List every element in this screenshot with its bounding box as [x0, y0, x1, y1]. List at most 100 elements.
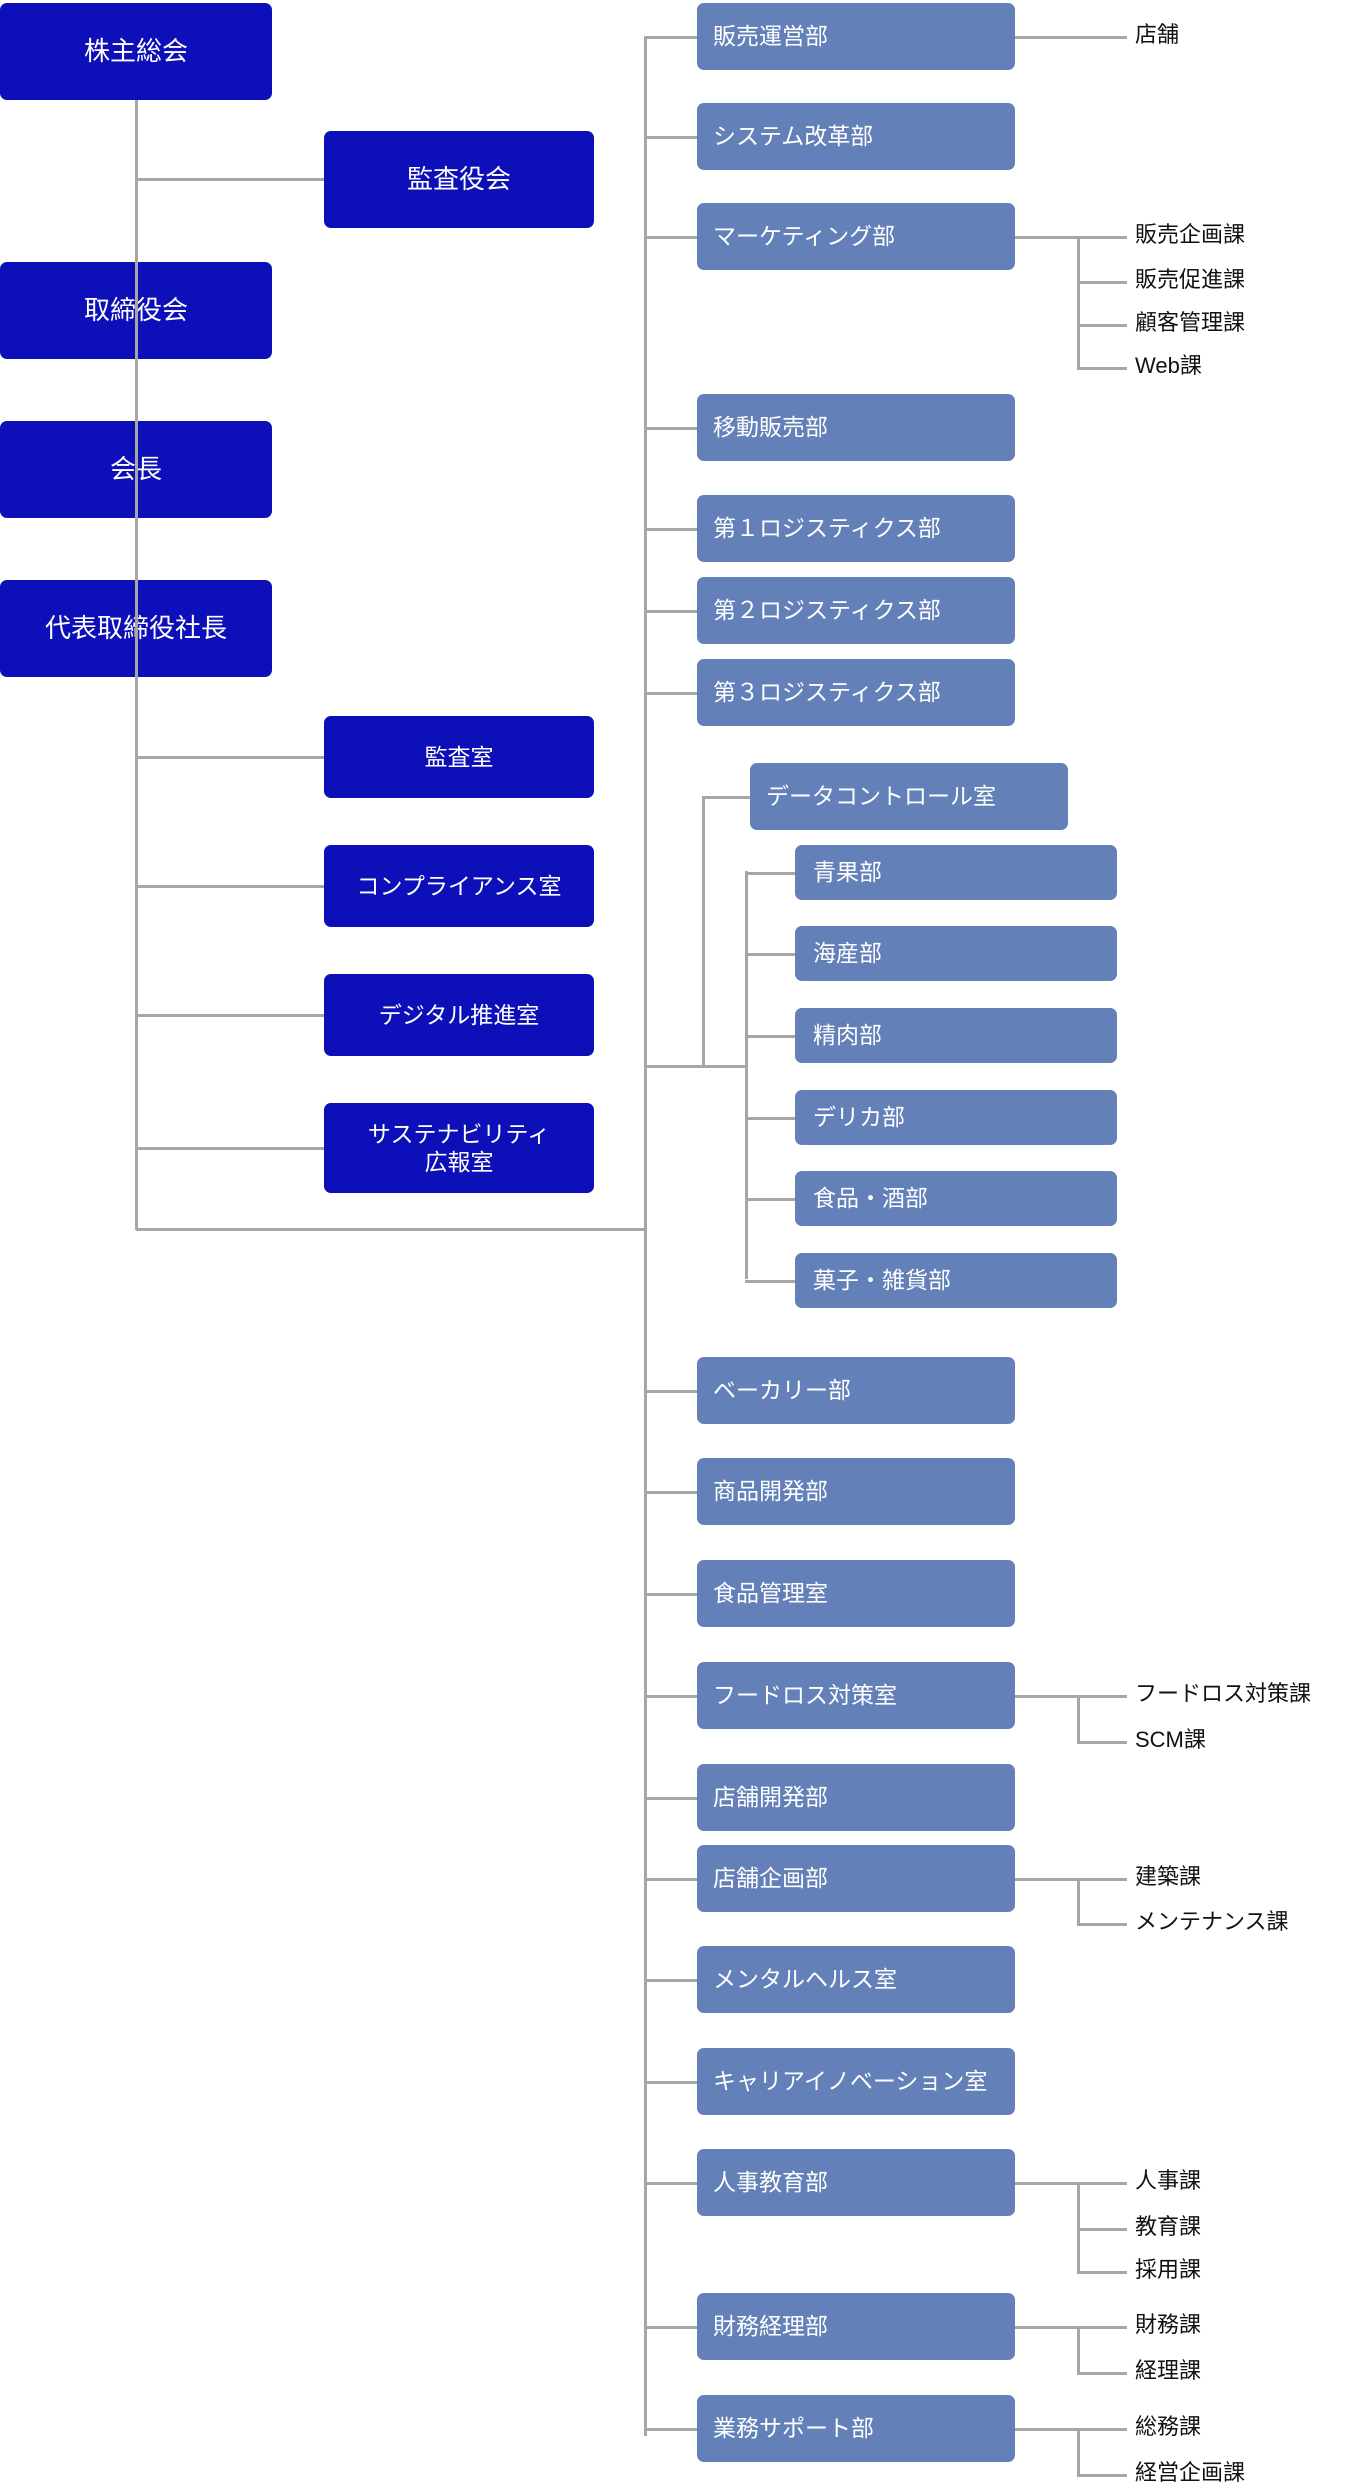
dept-node-marketing[interactable]: マーケティング部: [697, 203, 1015, 270]
connector-sales-operations-leaf-0: [1077, 35, 1127, 39]
leaf-food-loss-0[interactable]: フードロス対策課: [1135, 1680, 1312, 1706]
connector-hr-education-fork: [1015, 2181, 1077, 2185]
division-node-produce[interactable]: 青果部: [795, 845, 1117, 900]
connector-store-development: [644, 1796, 697, 1800]
leaf-finance-accounting-0[interactable]: 財務課: [1135, 2311, 1202, 2337]
leaf-hr-education-0[interactable]: 人事課: [1135, 2167, 1202, 2193]
dept-node-food-loss[interactable]: フードロス対策室: [697, 1662, 1015, 1729]
exec-node-audit-committee[interactable]: 監査役会: [324, 131, 594, 228]
connector-hr-education-trunk: [1077, 2181, 1080, 2271]
staff-node-sustainability-office-label: サステナビリティ 広報室: [367, 1120, 551, 1175]
leaf-marketing-3[interactable]: Web課: [1135, 353, 1202, 378]
dept-node-mental-health[interactable]: メンタルヘルス室: [697, 1946, 1015, 2013]
dept-node-system-reform[interactable]: システム改革部: [697, 103, 1015, 170]
connector-finance-accounting-leaf-1: [1077, 2372, 1127, 2375]
leaf-marketing-0[interactable]: 販売企画課: [1135, 221, 1246, 247]
connector-marketing-leaf-2: [1077, 324, 1127, 327]
dept-node-mobile-sales[interactable]: 移動販売部: [697, 394, 1015, 461]
dept-node-mobile-sales-label: 移動販売部: [713, 414, 828, 441]
connector-mental-health: [644, 1978, 697, 1982]
division-node-meat[interactable]: 精肉部: [795, 1008, 1117, 1063]
dept-node-food-safety[interactable]: 食品管理室: [697, 1560, 1015, 1627]
dept-node-logistics-1[interactable]: 第１ロジスティクス部: [697, 495, 1015, 562]
leaf-store-planning-0[interactable]: 建築課: [1135, 1863, 1202, 1889]
staff-node-compliance-office[interactable]: コンプライアンス室: [324, 845, 594, 927]
connector-sustainability-office: [136, 1147, 324, 1150]
dept-node-logistics-2-label: 第２ロジスティクス部: [713, 597, 941, 624]
leaf-marketing-1[interactable]: 販売促進課: [1135, 267, 1246, 292]
connector-hr-education-leaf-2: [1077, 2271, 1127, 2274]
connector-audit-committee: [136, 178, 324, 181]
department-spine: [644, 36, 647, 2436]
leaf-business-support-0[interactable]: 総務課: [1135, 2413, 1202, 2439]
connector-seafood: [745, 952, 795, 956]
connector-hr-education-leaf-1: [1077, 2228, 1127, 2231]
dept-node-business-support-label: 業務サポート部: [713, 2415, 874, 2442]
dept-node-food-loss-label: フードロス対策室: [713, 1682, 897, 1709]
leaf-store-planning-1[interactable]: メンテナンス課: [1135, 1909, 1289, 1934]
connector-marketing-leaf-1: [1077, 281, 1127, 284]
connector-marketing: [644, 235, 697, 239]
connector-food-loss: [644, 1694, 697, 1698]
connector-finance-accounting-fork: [1015, 2325, 1077, 2329]
dept-node-logistics-3-label: 第３ロジスティクス部: [713, 679, 941, 706]
division-node-confectionery-sundry[interactable]: 菓子・雑貨部: [795, 1253, 1117, 1308]
leaf-business-support-1[interactable]: 経営企画課: [1135, 2460, 1246, 2485]
staff-node-compliance-office-label: コンプライアンス室: [356, 872, 562, 899]
connector-store-planning: [644, 1877, 697, 1881]
dept-node-logistics-2[interactable]: 第２ロジスティクス部: [697, 577, 1015, 644]
division-node-confectionery-sundry-label: 菓子・雑貨部: [813, 1267, 951, 1294]
connector-finance-accounting-leaf-0: [1077, 2325, 1127, 2329]
connector-confectionery-sundry: [745, 1279, 795, 1283]
dept-node-product-development[interactable]: 商品開発部: [697, 1458, 1015, 1525]
dept-node-sales-operations[interactable]: 販売運営部: [697, 3, 1015, 70]
dept-node-sales-operations-label: 販売運営部: [713, 23, 828, 50]
connector-compliance-office: [136, 885, 324, 888]
dept-node-logistics-3[interactable]: 第３ロジスティクス部: [697, 659, 1015, 726]
dept-node-store-development[interactable]: 店舗開発部: [697, 1764, 1015, 1831]
connector-food-loss-leaf-1: [1077, 1741, 1127, 1744]
connector-food-loss-fork: [1015, 1694, 1077, 1698]
connector-meat: [745, 1034, 795, 1038]
dept-node-store-planning[interactable]: 店舗企画部: [697, 1845, 1015, 1912]
staff-node-audit-office[interactable]: 監査室: [324, 716, 594, 798]
dept-node-mental-health-label: メンタルヘルス室: [713, 1966, 897, 1993]
dept-node-system-reform-label: システム改革部: [713, 123, 874, 150]
dept-node-product-development-label: 商品開発部: [713, 1478, 828, 1505]
connector-system-reform: [644, 135, 697, 139]
dept-node-hr-education[interactable]: 人事教育部: [697, 2149, 1015, 2216]
connector-marketing-leaf-3: [1077, 367, 1127, 370]
division-node-deli[interactable]: デリカ部: [795, 1090, 1117, 1145]
leaf-hr-education-2[interactable]: 採用課: [1135, 2257, 1202, 2282]
connector-store-planning-trunk: [1077, 1877, 1080, 1923]
leaf-finance-accounting-1[interactable]: 経理課: [1135, 2358, 1202, 2383]
connector-merchandising-vertical: [702, 795, 705, 1067]
connector-grocery-liquor: [745, 1197, 795, 1201]
connector-business-support-leaf-0: [1077, 2427, 1127, 2431]
connector-marketing-trunk: [1077, 235, 1080, 367]
division-node-grocery-liquor[interactable]: 食品・酒部: [795, 1171, 1117, 1226]
connector-logistics-1: [644, 527, 697, 531]
staff-node-sustainability-office[interactable]: サステナビリティ 広報室: [324, 1103, 594, 1193]
connector-product-development: [644, 1490, 697, 1494]
connector-bakery: [644, 1389, 697, 1393]
leaf-sales-operations-0[interactable]: 店舗: [1135, 21, 1180, 47]
division-node-seafood[interactable]: 海産部: [795, 926, 1117, 981]
exec-node-shareholders[interactable]: 株主総会: [0, 3, 272, 100]
dept-node-career-innovation[interactable]: キャリアイノベーション室: [697, 2048, 1015, 2115]
connector-food-loss-trunk: [1077, 1694, 1080, 1741]
dept-node-finance-accounting[interactable]: 財務経理部: [697, 2293, 1015, 2360]
staff-node-digital-office[interactable]: デジタル推進室: [324, 974, 594, 1056]
leaf-food-loss-1[interactable]: SCM課: [1135, 1727, 1206, 1752]
connector-deli: [745, 1116, 795, 1120]
connector-mobile-sales: [644, 426, 697, 430]
dept-node-bakery[interactable]: ベーカリー部: [697, 1357, 1015, 1424]
dept-node-business-support[interactable]: 業務サポート部: [697, 2395, 1015, 2462]
dept-node-merchandising-group[interactable]: データコントロール室: [750, 763, 1068, 830]
connector-sales-operations: [644, 35, 697, 39]
exec-node-audit-committee-label: 監査役会: [406, 163, 511, 194]
leaf-hr-education-1[interactable]: 教育課: [1135, 2214, 1202, 2239]
dept-node-merchandising-group-label: データコントロール室: [766, 783, 996, 810]
leaf-marketing-2[interactable]: 顧客管理課: [1135, 310, 1246, 335]
connector-store-planning-leaf-1: [1077, 1923, 1127, 1926]
